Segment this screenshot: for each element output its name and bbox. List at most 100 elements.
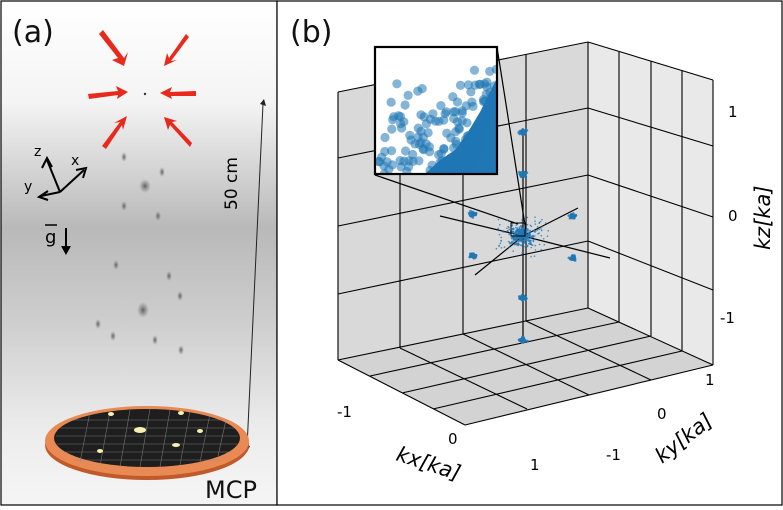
inset-point bbox=[388, 115, 398, 125]
scatter-point bbox=[524, 175, 528, 179]
scatter-point bbox=[530, 255, 532, 258]
scatter-point bbox=[515, 224, 518, 226]
scatter-point bbox=[515, 226, 517, 229]
scatter-point bbox=[526, 216, 529, 219]
inset-point bbox=[380, 146, 390, 157]
scatter-point bbox=[521, 296, 524, 299]
scatter-point bbox=[524, 239, 527, 241]
scatter-point bbox=[516, 240, 519, 242]
scatter-point bbox=[471, 253, 475, 256]
scatter-point bbox=[518, 243, 520, 246]
inset-point bbox=[445, 158, 455, 169]
scatter-point bbox=[532, 234, 534, 237]
scatter-point bbox=[509, 242, 511, 245]
inset-point bbox=[462, 131, 472, 141]
scatter-point bbox=[534, 223, 537, 225]
mcp-spots bbox=[97, 411, 203, 453]
inset-point bbox=[475, 125, 485, 136]
scatter-point bbox=[508, 228, 511, 231]
inset-point bbox=[463, 147, 474, 157]
scatter-point bbox=[567, 214, 571, 217]
distance-label: 50 cm bbox=[222, 157, 242, 210]
scatter-point bbox=[521, 335, 524, 339]
scatter-point bbox=[529, 231, 532, 233]
scatter-point bbox=[499, 242, 502, 244]
scatter-point bbox=[538, 243, 541, 246]
scatter-point bbox=[469, 213, 473, 216]
scatter-point bbox=[512, 250, 514, 252]
scatter-cluster bbox=[518, 294, 528, 302]
scatter-point bbox=[529, 243, 532, 245]
detector-label: MCP bbox=[205, 476, 257, 504]
inset-point bbox=[485, 66, 495, 76]
scatter-point bbox=[538, 222, 541, 225]
y-tick-label: -1 bbox=[606, 446, 621, 464]
inset-point bbox=[462, 118, 472, 128]
scatter-point bbox=[527, 242, 530, 245]
scatter-point bbox=[517, 231, 519, 234]
axes-grid bbox=[337, 41, 714, 426]
scatter-point bbox=[543, 243, 546, 246]
scatter-point bbox=[503, 246, 506, 248]
scatter-point bbox=[499, 224, 501, 226]
scatter-point bbox=[534, 238, 536, 241]
inset-point bbox=[469, 65, 480, 75]
scatter-point bbox=[500, 236, 503, 239]
scatter-point bbox=[528, 235, 531, 237]
scatter-point bbox=[506, 227, 508, 230]
scatter-point bbox=[516, 228, 519, 231]
inset-point bbox=[468, 101, 478, 111]
scatter-point bbox=[525, 236, 528, 239]
y-tick-label: 0 bbox=[657, 405, 667, 423]
scatter-point bbox=[521, 219, 523, 221]
scatter-point bbox=[521, 226, 523, 229]
laser-beams bbox=[88, 30, 196, 149]
scatter-point bbox=[540, 234, 543, 237]
scatter-point bbox=[469, 209, 472, 213]
inset-point bbox=[430, 116, 441, 126]
inset-point bbox=[455, 80, 466, 90]
y-tick-label: 1 bbox=[705, 371, 715, 389]
inset-point bbox=[403, 90, 413, 100]
scatter-point bbox=[497, 218, 500, 221]
scatter-point bbox=[547, 230, 550, 232]
scatter-cluster bbox=[517, 335, 529, 344]
scatter-point bbox=[529, 233, 531, 235]
scatter-point bbox=[497, 227, 499, 230]
z-tick-label: 1 bbox=[728, 103, 738, 121]
scatter-point bbox=[521, 244, 523, 247]
scatter-point bbox=[514, 236, 516, 239]
scatter-point bbox=[521, 243, 524, 246]
gravity-label: g bbox=[45, 227, 56, 248]
inset-frame bbox=[373, 45, 499, 176]
inset-point bbox=[454, 123, 464, 133]
inset-point bbox=[387, 124, 397, 134]
scatter-point bbox=[503, 231, 505, 233]
scatter-point bbox=[540, 229, 543, 232]
scatter-point bbox=[517, 131, 520, 134]
laser-arrow-right bbox=[160, 87, 196, 99]
z-tick-label: 0 bbox=[728, 207, 738, 225]
inset-point bbox=[413, 132, 423, 142]
inset-point bbox=[436, 149, 446, 159]
scatter-point bbox=[534, 216, 536, 218]
panel-a-label: (a) bbox=[12, 15, 54, 50]
scatter-point bbox=[536, 229, 539, 231]
inset-point bbox=[489, 89, 497, 99]
scatter-point bbox=[519, 297, 522, 301]
scatter-point bbox=[544, 222, 547, 224]
distance-line bbox=[246, 103, 264, 449]
scatter-point bbox=[526, 245, 528, 247]
scatter-point bbox=[521, 253, 523, 255]
scatter-point bbox=[538, 232, 540, 234]
scatter-point bbox=[508, 233, 510, 236]
y-axis-line bbox=[40, 191, 61, 197]
scatter-point bbox=[538, 228, 540, 231]
scatter-point bbox=[515, 242, 517, 244]
scatter-point bbox=[521, 298, 524, 302]
mcp-grid bbox=[56, 408, 238, 468]
scatter-point bbox=[526, 231, 529, 233]
projection-lines bbox=[374, 46, 611, 340]
